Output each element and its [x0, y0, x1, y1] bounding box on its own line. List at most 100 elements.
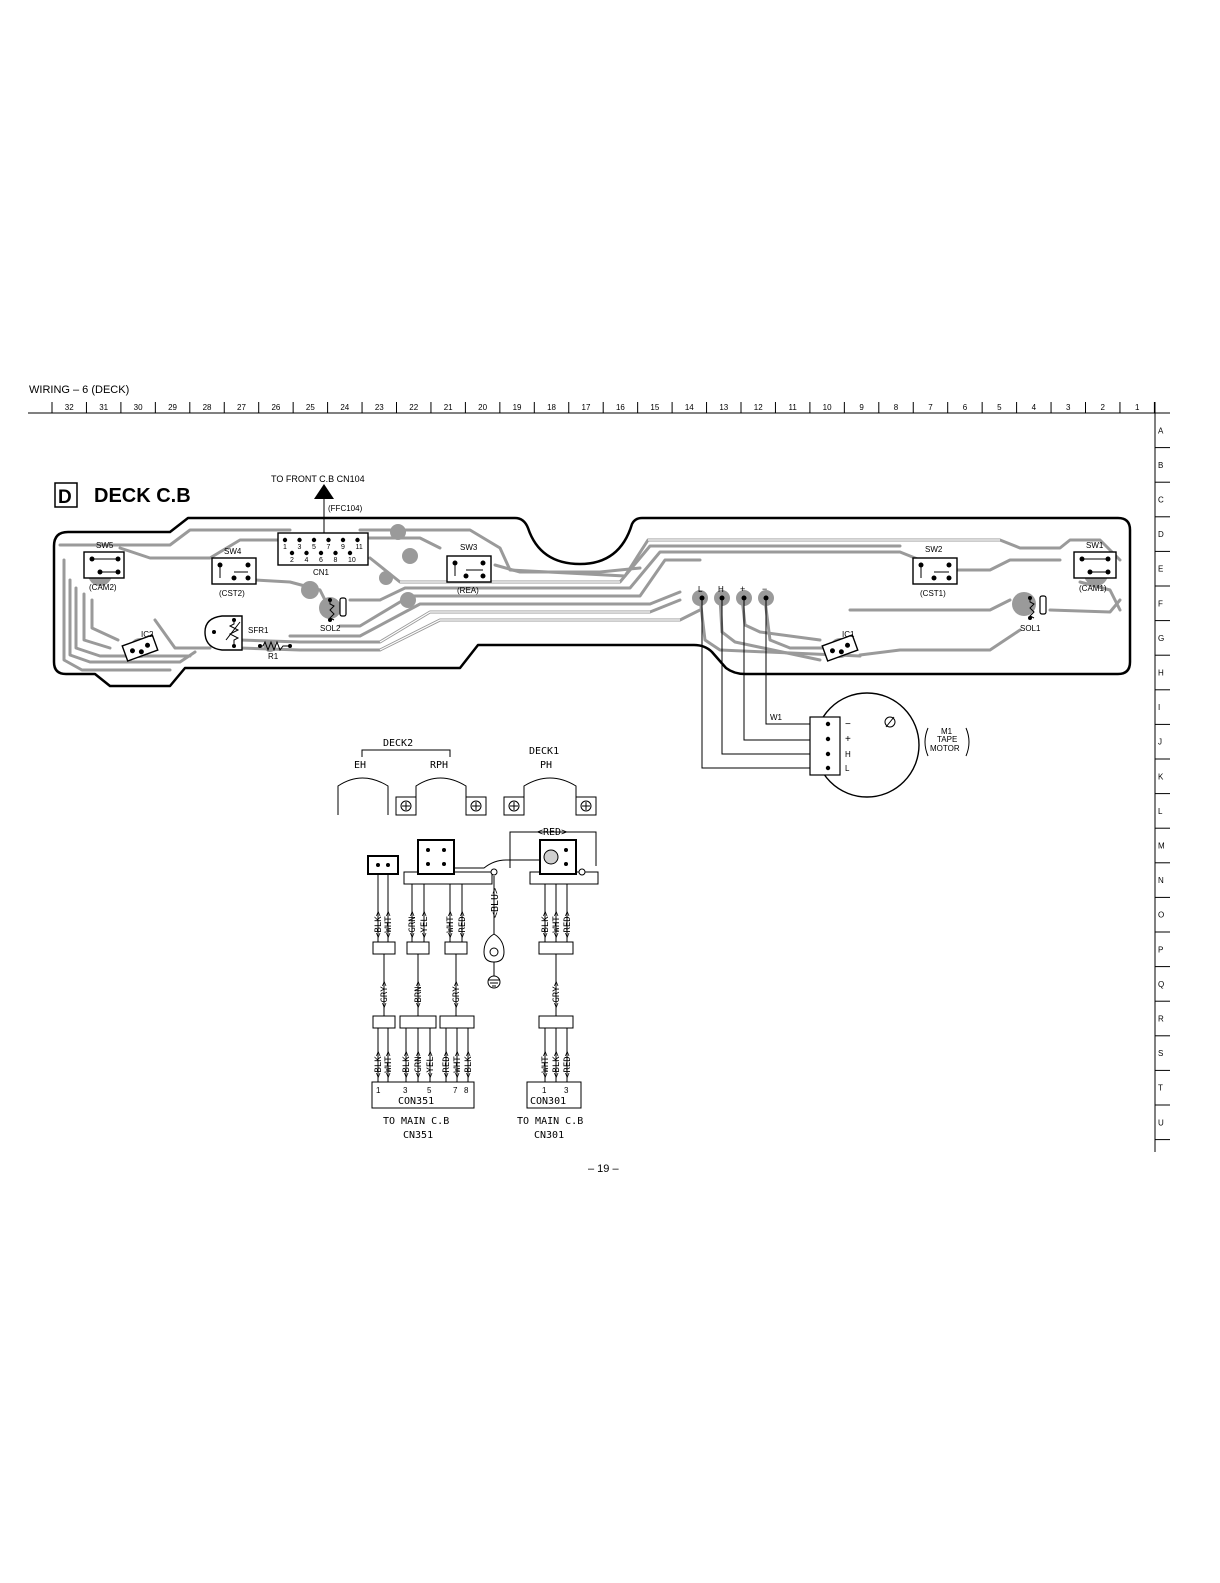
sw1-label: SW1 [1086, 541, 1104, 550]
wire-color-label: <BLK> [402, 1050, 412, 1078]
cn1-pin-label: 3 [298, 544, 302, 551]
cam2-label: (CAM2) [89, 583, 117, 592]
cn1-pin [289, 550, 295, 556]
cn1-pin [318, 550, 324, 556]
con351-dest-2: CN351 [403, 1130, 433, 1141]
con301-pin-1: 1 [542, 1086, 547, 1095]
cn1-pin [340, 537, 346, 543]
wire-color-label: <WHT> [446, 910, 456, 938]
wire-color-label: <RED> [442, 1050, 452, 1078]
row-label: O [1158, 911, 1164, 920]
wire-color-label: <WHT> [384, 1050, 394, 1078]
row-label: A [1158, 426, 1164, 435]
sol2-solenoid [328, 597, 347, 622]
cn1-pin-label: 10 [348, 557, 356, 564]
wire-color-label: <BLK> [541, 910, 551, 938]
wire-color-label: <BLK> [374, 1050, 384, 1078]
motor-paren-right [965, 727, 970, 757]
con351-pin-8: 8 [464, 1086, 469, 1095]
motor-id: M1 [941, 727, 953, 736]
wire-color-label: <GRY> [452, 980, 462, 1008]
w1-label: W1 [770, 713, 783, 722]
row-label: C [1158, 496, 1164, 505]
column-label: 14 [685, 403, 694, 412]
to-front-label: TO FRONT C.B CN104 [271, 474, 365, 484]
column-label: 24 [340, 403, 349, 412]
column-label: 27 [237, 403, 246, 412]
cn1-pin-label: 11 [356, 544, 363, 551]
eh-connector [367, 855, 399, 875]
cn1-pin-label: 6 [319, 557, 323, 564]
ph-label: PH [540, 760, 552, 771]
column-label: 2 [1100, 403, 1105, 412]
cn1-pin-label: 7 [327, 544, 331, 551]
cn1-pin-label: 1 [283, 544, 287, 551]
con301-pin-3: 3 [564, 1086, 569, 1095]
ground-lug-icon [483, 933, 505, 989]
row-label: K [1158, 772, 1164, 781]
sol2-label: SOL2 [320, 624, 341, 633]
wire-color-label: <RED> [563, 1050, 573, 1078]
cn1-pin [311, 537, 317, 543]
column-label: 1 [1135, 403, 1140, 412]
head-eh [337, 777, 389, 815]
blu-label: <BLU> [490, 888, 501, 918]
row-label: B [1158, 461, 1163, 470]
wire-color-label: <RED> [563, 910, 573, 938]
cn1-pin-label: 2 [290, 557, 294, 564]
grid-frame [28, 402, 1170, 1152]
column-label: 28 [203, 403, 212, 412]
column-label: 26 [271, 403, 280, 412]
wire-color-label: <GRN> [414, 1050, 424, 1078]
sol1-label: SOL1 [1020, 624, 1041, 633]
con301-label: CON301 [530, 1096, 566, 1107]
wire-labels: <BLK><WHT><GRN><YEL><WHT><RED><BLK><WHT>… [374, 910, 573, 1078]
ic1-chip [821, 634, 859, 662]
board-title: DECK C.B [94, 485, 191, 507]
con351-dest-1: TO MAIN C.B [383, 1116, 449, 1127]
wire-color-label: <BLK> [464, 1050, 474, 1078]
sfr1-resistor [204, 615, 243, 651]
row-label: G [1158, 634, 1164, 643]
row-label: J [1158, 738, 1162, 747]
wire-color-label: <GRY> [380, 980, 390, 1008]
eh-label: EH [354, 760, 366, 771]
cn1-label: CN1 [313, 568, 330, 577]
motor-term-h: H [845, 750, 851, 759]
wire-color-label: <YEL> [426, 1050, 436, 1078]
harness-lines [372, 874, 574, 1082]
column-label: 3 [1066, 403, 1071, 412]
motor-paren-left [924, 727, 929, 757]
column-label: 12 [754, 403, 763, 412]
sw5-label: SW5 [96, 541, 114, 550]
sw4-label: SW4 [224, 547, 242, 556]
motor-term-l: L [845, 764, 850, 773]
row-label: Q [1158, 980, 1164, 989]
row-label: H [1158, 669, 1164, 678]
wire-color-label: <WHT> [453, 1050, 463, 1078]
cn1-connector [277, 532, 369, 566]
column-label: 13 [719, 403, 728, 412]
ic2-label: IC2 [141, 630, 154, 639]
column-label: 11 [789, 403, 798, 412]
column-label: 23 [375, 403, 384, 412]
con301-connector [526, 1081, 582, 1109]
r1-label: R1 [268, 652, 279, 661]
row-label: T [1158, 1084, 1163, 1093]
con351-pin-3: 3 [403, 1086, 408, 1095]
column-label: 29 [168, 403, 177, 412]
con351-label: CON351 [398, 1096, 434, 1107]
row-label: F [1158, 599, 1163, 608]
cst1-label: (CST1) [920, 589, 946, 598]
wire-color-label: <GRY> [552, 980, 562, 1008]
column-label: 15 [650, 403, 659, 412]
pad-plus-label: + [740, 584, 745, 594]
cn1-pin [355, 537, 360, 543]
column-label: 6 [963, 403, 968, 412]
column-label: 8 [894, 403, 899, 412]
sw3-label: SW3 [460, 543, 478, 552]
